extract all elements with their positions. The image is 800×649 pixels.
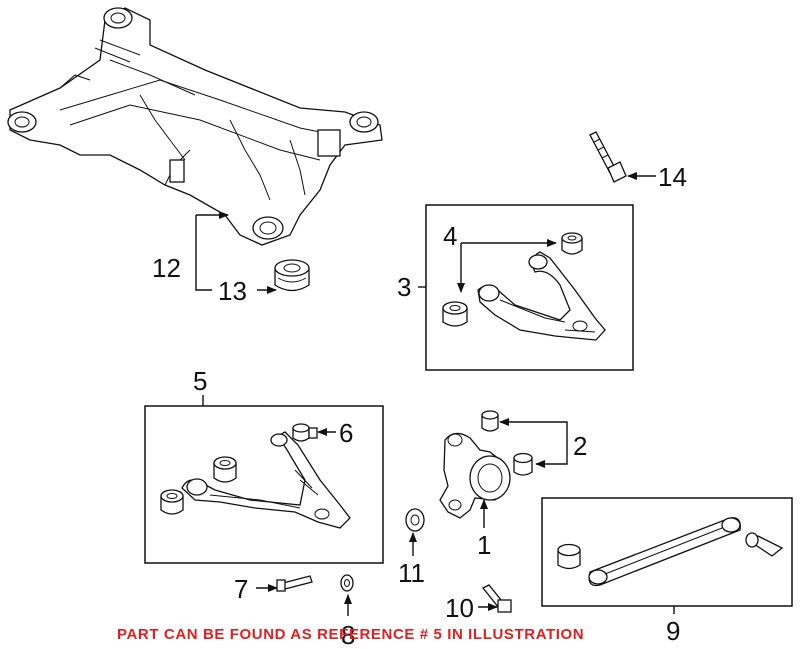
- callout-14: 14: [658, 162, 687, 192]
- callout-10: 10: [445, 593, 474, 623]
- callout-6: 6: [339, 418, 353, 448]
- callout-9: 9: [666, 616, 680, 646]
- callout-8: 8: [341, 620, 355, 649]
- callout-2: 2: [573, 431, 587, 461]
- callout-7: 7: [234, 574, 248, 604]
- lower-arm-box: [144, 405, 384, 564]
- knuckle-bushing-b: [513, 452, 533, 476]
- bolt-7: [276, 575, 313, 592]
- bolt-6: [292, 423, 318, 442]
- bolt-14: [589, 131, 627, 183]
- lower-arm-bushing-a: [160, 489, 184, 515]
- lateral-link-box: [541, 497, 793, 607]
- callout-labels: 14 12 13 3 4 5 6 2 1 11 7 10 8 9: [152, 162, 687, 649]
- rear-subframe: [7, 7, 383, 246]
- lower-arm-bushing-b: [213, 456, 237, 483]
- washer-11: [405, 508, 425, 532]
- callout-13: 13: [218, 276, 247, 306]
- callout-5: 5: [193, 366, 207, 396]
- lower-control-arm: [181, 431, 351, 529]
- lateral-link: [588, 517, 741, 587]
- upper-arm-bushing-b: [561, 232, 583, 255]
- knuckle: [439, 432, 511, 519]
- washer-8: [340, 574, 354, 592]
- bolt-10: [481, 584, 512, 613]
- callout-11: 11: [398, 558, 425, 588]
- link-bolt: [745, 532, 784, 557]
- subframe-bushing: [274, 259, 310, 292]
- callout-1: 1: [477, 530, 491, 560]
- link-bushing: [557, 543, 581, 570]
- upper-control-arm: [477, 251, 606, 341]
- reference-note: PART CAN BE FOUND AS REFERENCE # 5 IN IL…: [117, 626, 584, 643]
- leader-lines: [195, 172, 675, 616]
- upper-arm-bushing-a: [442, 301, 468, 327]
- callout-3: 3: [397, 272, 411, 302]
- callout-12: 12: [152, 253, 181, 283]
- callout-4: 4: [443, 221, 457, 251]
- knuckle-bushing-a: [481, 410, 499, 432]
